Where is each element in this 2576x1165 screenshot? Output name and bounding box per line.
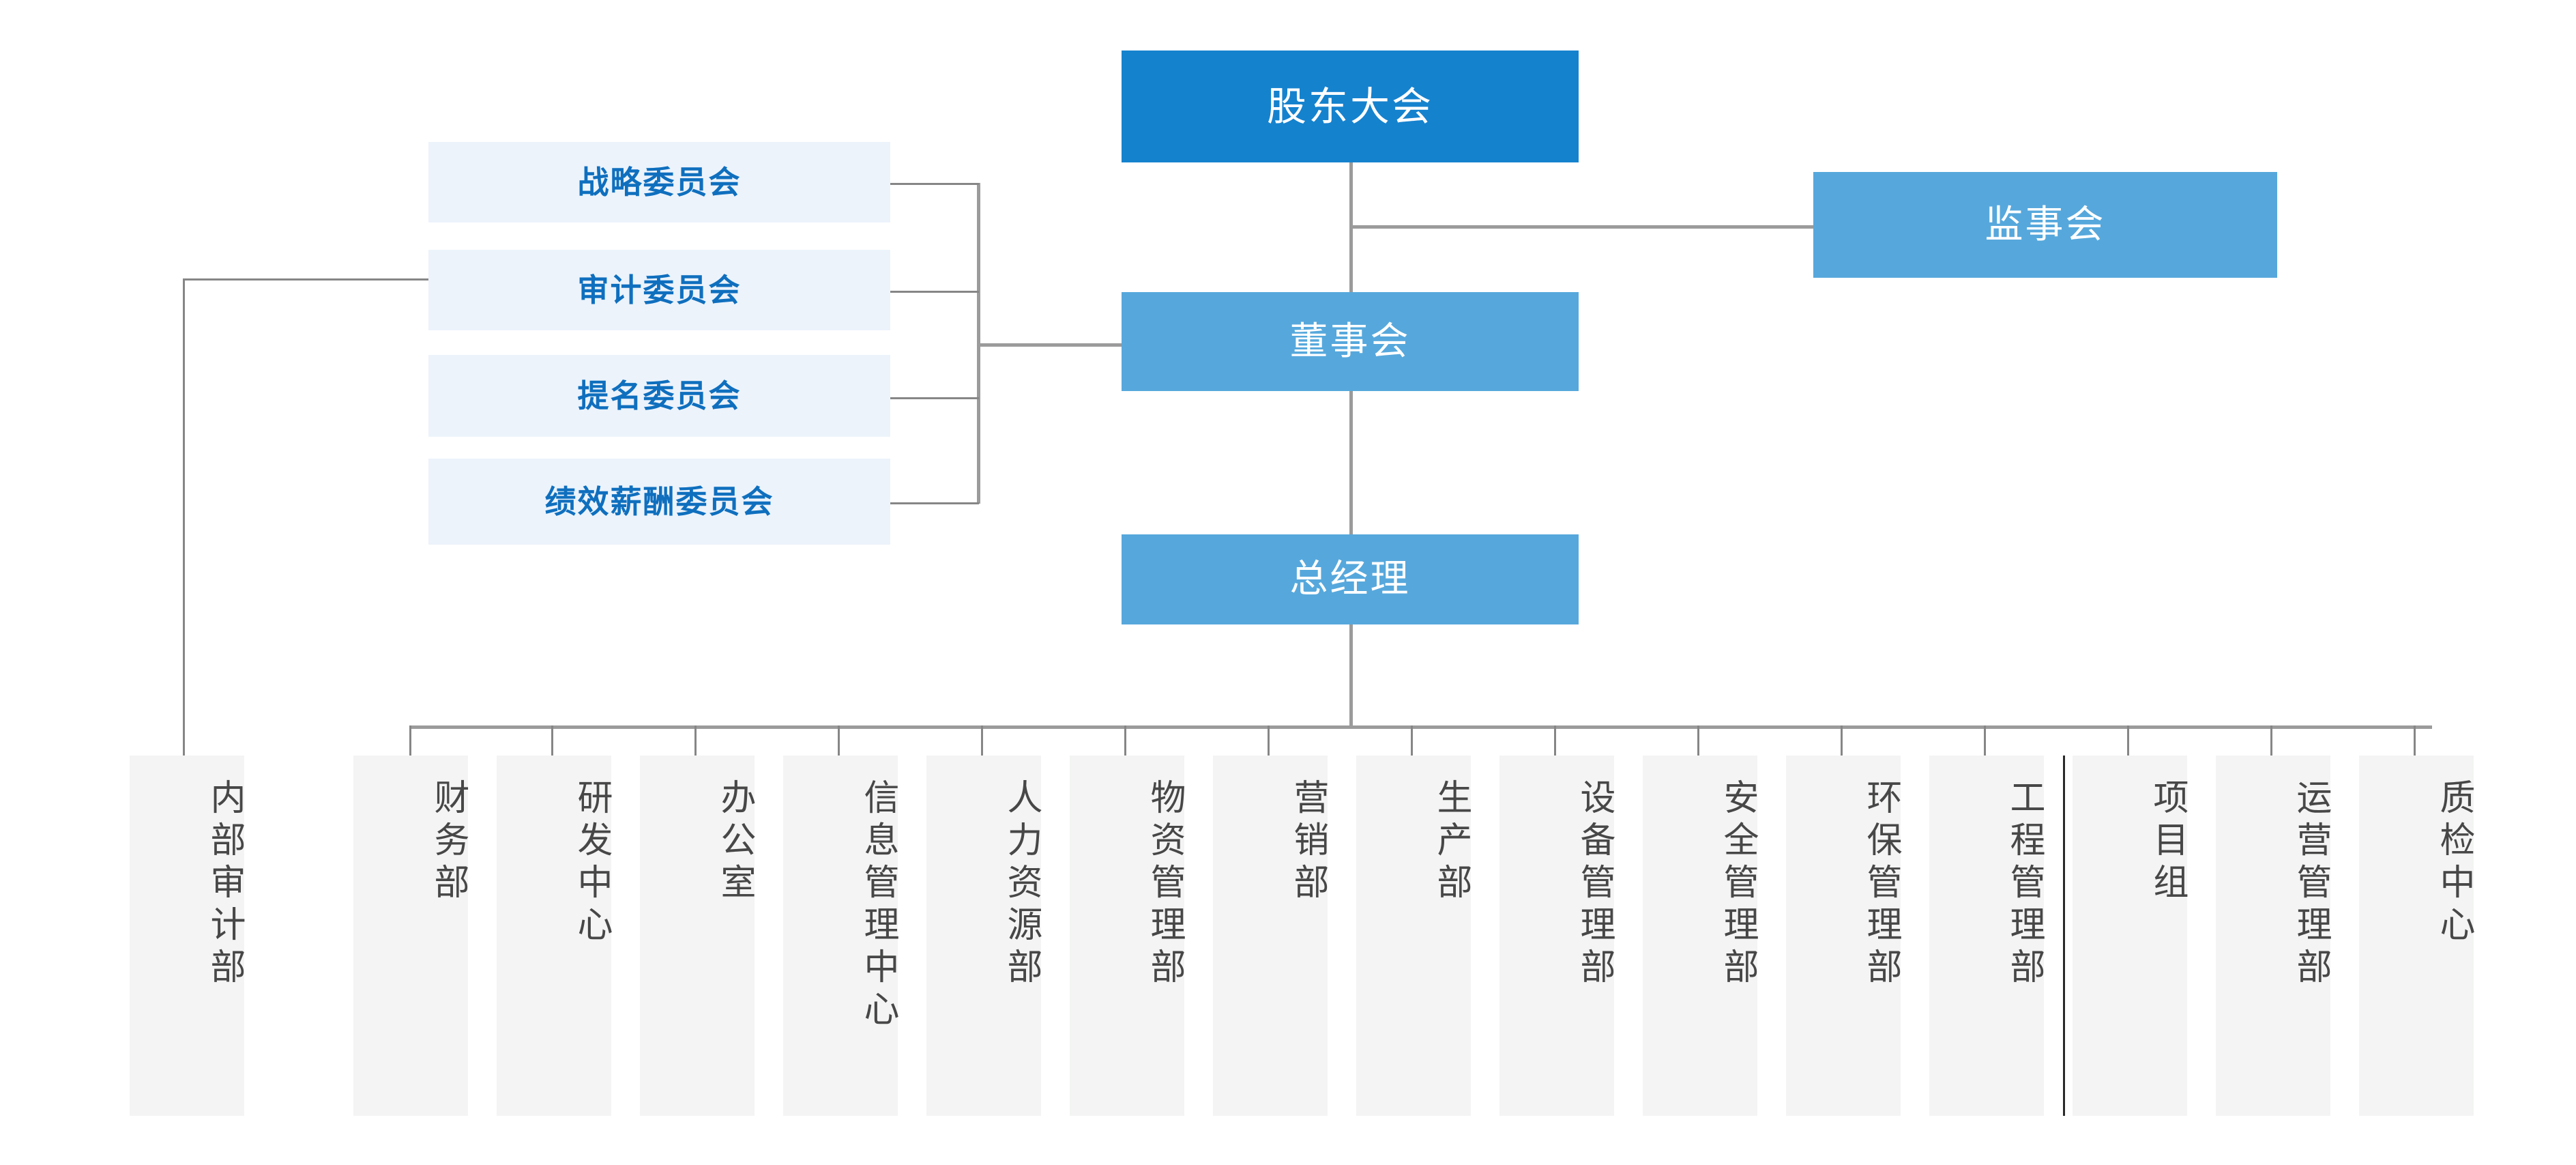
node-department-quality-inspection-center[interactable]: 质检中心 (2359, 756, 2474, 1116)
connector-dept-drop-1 (551, 725, 553, 763)
node-department-operations-management[interactable]: 运营管理部 (2216, 756, 2331, 1116)
department-label: 设备管理部 (1574, 779, 1615, 990)
connector-dept-drop-5 (1124, 725, 1126, 763)
node-department-information-management-center[interactable]: 信息管理中心 (783, 756, 898, 1116)
department-label: 项目组 (2147, 779, 2188, 906)
department-label: 物资管理部 (1144, 779, 1185, 990)
connector-dept-drop-10 (1841, 725, 1843, 763)
connector-dept-drop-7 (1411, 725, 1413, 763)
department-label: 内部审计部 (204, 779, 245, 990)
department-label: 生产部 (1431, 779, 1472, 906)
divider-line (2063, 756, 2065, 1116)
department-label: 安全管理部 (1717, 779, 1758, 990)
department-label: 人力资源部 (1001, 779, 1042, 990)
connector-audit-bracket-top (183, 278, 428, 281)
connector-gm-to-dept-bus (1349, 624, 1353, 728)
node-board-of-supervisors[interactable]: 监事会 (1813, 172, 2277, 278)
department-label: 营销部 (1287, 779, 1328, 906)
department-label: 环保管理部 (1860, 779, 1901, 990)
node-department-project-team[interactable]: 项目组 (2073, 756, 2188, 1116)
department-label: 工程管理部 (2004, 779, 2045, 990)
node-department-rnd-center[interactable]: 研发中心 (497, 756, 612, 1116)
node-department-engineering-management[interactable]: 工程管理部 (1929, 756, 2045, 1116)
node-board-of-directors[interactable]: 董事会 (1122, 292, 1579, 391)
node-department-internal-audit[interactable]: 内部审计部 (130, 756, 245, 1116)
connector-dept-drop-8 (1554, 725, 1556, 763)
connector-dept-drop-3 (838, 725, 840, 763)
connector-dept-drop-13 (2270, 725, 2272, 763)
connector-committee-to-board (977, 343, 1122, 347)
node-shareholders-meeting[interactable]: 股东大会 (1122, 51, 1579, 162)
node-committee-strategy[interactable]: 战略委员会 (428, 142, 890, 222)
connector-committee-stub-4 (890, 502, 979, 504)
connector-committee-stub-3 (890, 397, 979, 399)
node-committee-audit[interactable]: 审计委员会 (428, 250, 890, 330)
node-department-materials-management[interactable]: 物资管理部 (1070, 756, 1185, 1116)
connector-dept-drop-11 (1984, 725, 1986, 763)
connector-dept-drop-4 (981, 725, 983, 763)
node-department-environmental-management[interactable]: 环保管理部 (1786, 756, 1901, 1116)
node-department-equipment-management[interactable]: 设备管理部 (1499, 756, 1615, 1116)
connector-department-bus (409, 725, 2432, 729)
connector-dept-drop-12 (2127, 725, 2129, 763)
node-committee-remuneration[interactable]: 绩效薪酬委员会 (428, 459, 890, 545)
department-label: 办公室 (714, 779, 755, 906)
connector-board-to-supervisors (1349, 225, 1813, 229)
department-label: 财务部 (428, 779, 469, 906)
connector-dept-drop-9 (1697, 725, 1699, 763)
node-department-office[interactable]: 办公室 (640, 756, 755, 1116)
department-label: 研发中心 (571, 779, 612, 948)
department-label: 信息管理中心 (858, 779, 898, 1033)
department-label: 运营管理部 (2290, 779, 2331, 990)
connector-dept-drop-2 (694, 725, 697, 763)
connector-audit-bracket-vertical (183, 278, 185, 756)
node-department-marketing[interactable]: 营销部 (1213, 756, 1328, 1116)
node-department-finance[interactable]: 财务部 (353, 756, 469, 1116)
connector-dept-drop-0 (409, 725, 411, 763)
node-committee-nomination[interactable]: 提名委员会 (428, 355, 890, 437)
connector-committee-stub-1 (890, 183, 979, 185)
connector-dept-drop-6 (1268, 725, 1270, 763)
node-general-manager[interactable]: 总经理 (1122, 534, 1579, 624)
node-department-human-resources[interactable]: 人力资源部 (926, 756, 1042, 1116)
connector-board-to-gm (1349, 391, 1353, 534)
node-department-production[interactable]: 生产部 (1356, 756, 1472, 1116)
connector-committee-stub-2 (890, 291, 979, 293)
department-label: 质检中心 (2433, 779, 2474, 948)
node-department-safety-management[interactable]: 安全管理部 (1643, 756, 1758, 1116)
connector-dept-drop-14 (2414, 725, 2416, 763)
